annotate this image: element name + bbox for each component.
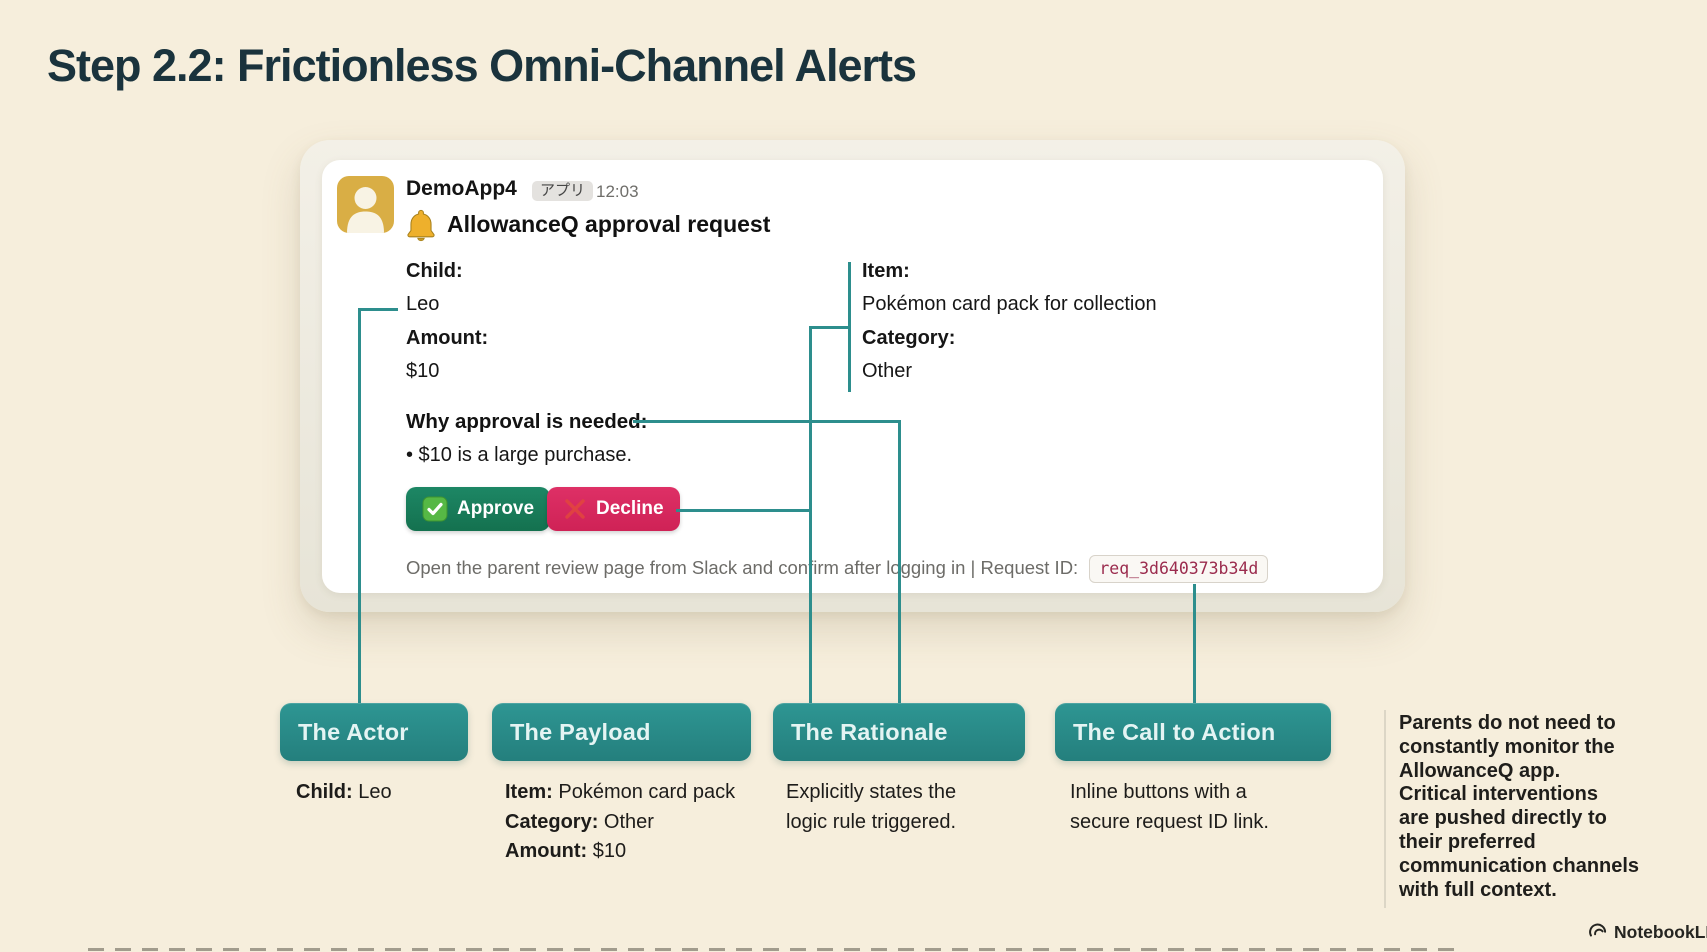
- annotation-actor: Child: Leo: [296, 781, 392, 803]
- x-icon: [565, 499, 585, 519]
- app-avatar: [337, 176, 394, 233]
- footer-text: Open the parent review page from Slack a…: [406, 557, 1079, 578]
- watermark: NotebookLM: [1588, 922, 1707, 943]
- request-id-chip[interactable]: req_3d640373b34d: [1089, 555, 1269, 583]
- bell-icon: [403, 208, 439, 244]
- app-name: DemoApp4: [406, 177, 517, 200]
- page-title: Step 2.2: Frictionless Omni-Channel Aler…: [47, 40, 917, 91]
- connector-payload-vertical: [809, 326, 812, 705]
- approve-button[interactable]: Approve: [406, 487, 551, 531]
- app-type-badge: アプリ: [532, 181, 594, 201]
- notebooklm-logo-icon: [1589, 923, 1607, 936]
- approve-label: Approve: [457, 498, 535, 519]
- callout-label-actor: The Actor: [298, 718, 409, 745]
- message-footer: Open the parent review page from Slack a…: [406, 555, 1269, 583]
- connector-rationale-vertical: [898, 420, 901, 705]
- connector-actor-horizontal: [358, 308, 398, 311]
- note-divider: [1384, 710, 1386, 908]
- watermark-label: NotebookLM: [1614, 922, 1707, 942]
- person-avatar-icon: [347, 187, 384, 233]
- callout-label-rationale: The Rationale: [791, 718, 948, 745]
- callout-box-cta: The Call to Action: [1055, 703, 1331, 761]
- connector-payload-horizontal: [809, 326, 851, 329]
- callout-box-actor: The Actor: [280, 703, 468, 761]
- decline-label: Decline: [596, 498, 664, 519]
- callout-box-rationale: The Rationale: [773, 703, 1025, 761]
- bottom-edge-dashes: [88, 948, 1460, 951]
- connector-rationale-horizontal: [633, 420, 901, 423]
- connector-decline-horizontal: [676, 509, 812, 512]
- callout-label-cta: The Call to Action: [1073, 718, 1276, 745]
- message-heading: AllowanceQ approval request: [447, 211, 771, 237]
- connector-cta-vertical: [1193, 584, 1196, 705]
- callout-label-payload: The Payload: [510, 718, 651, 745]
- connector-actor-vertical: [358, 308, 361, 705]
- decline-button[interactable]: Decline: [547, 487, 680, 531]
- check-icon: [422, 496, 448, 522]
- callout-box-payload: The Payload: [492, 703, 751, 761]
- message-timestamp: 12:03: [596, 182, 639, 201]
- why-approval-label: Why approval is needed:: [406, 410, 648, 433]
- why-approval-bullet: • $10 is a large purchase.: [406, 444, 633, 466]
